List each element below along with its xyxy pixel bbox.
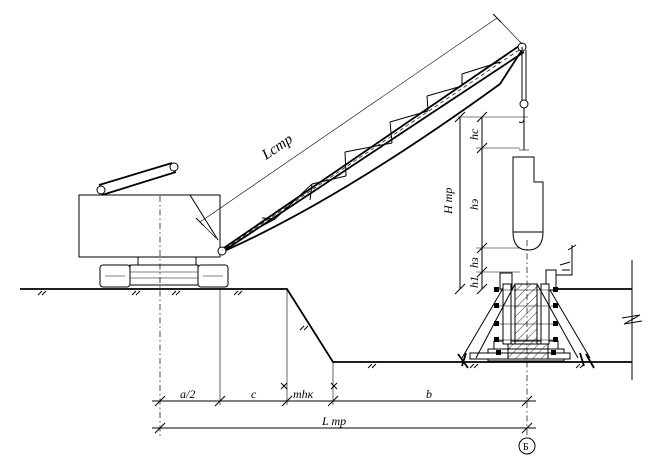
crane-body: [78, 162, 229, 288]
axis-marker: Б: [518, 437, 536, 455]
h-3-label: hз: [467, 257, 481, 268]
foundation: [457, 244, 595, 369]
crane-boom: [217, 42, 527, 256]
dim-c-label: с: [251, 387, 257, 401]
dim-mhk-label: mhк: [293, 387, 314, 401]
hook-height-label: Н тр: [441, 188, 455, 215]
suspended-element: [512, 149, 544, 251]
boom-length-label: Lстр: [258, 131, 296, 164]
axis-mark-label: Б: [523, 442, 529, 453]
axis-lines: [159, 196, 528, 438]
dim-b-label: b: [426, 387, 432, 401]
hook-assembly: [518, 47, 529, 150]
h-c-label: hс: [467, 128, 481, 140]
ground-profile: [20, 260, 643, 380]
reach-label: L тр: [321, 414, 346, 428]
height-dimensions: Н тр hс hэ hз h1: [441, 111, 528, 295]
h-e-label: hэ: [467, 199, 481, 210]
horizontal-dimensions: а/2 с mhк b L тр: [152, 382, 536, 434]
dim-a2-label: а/2: [180, 387, 195, 401]
h-1-label: h1: [467, 276, 481, 288]
